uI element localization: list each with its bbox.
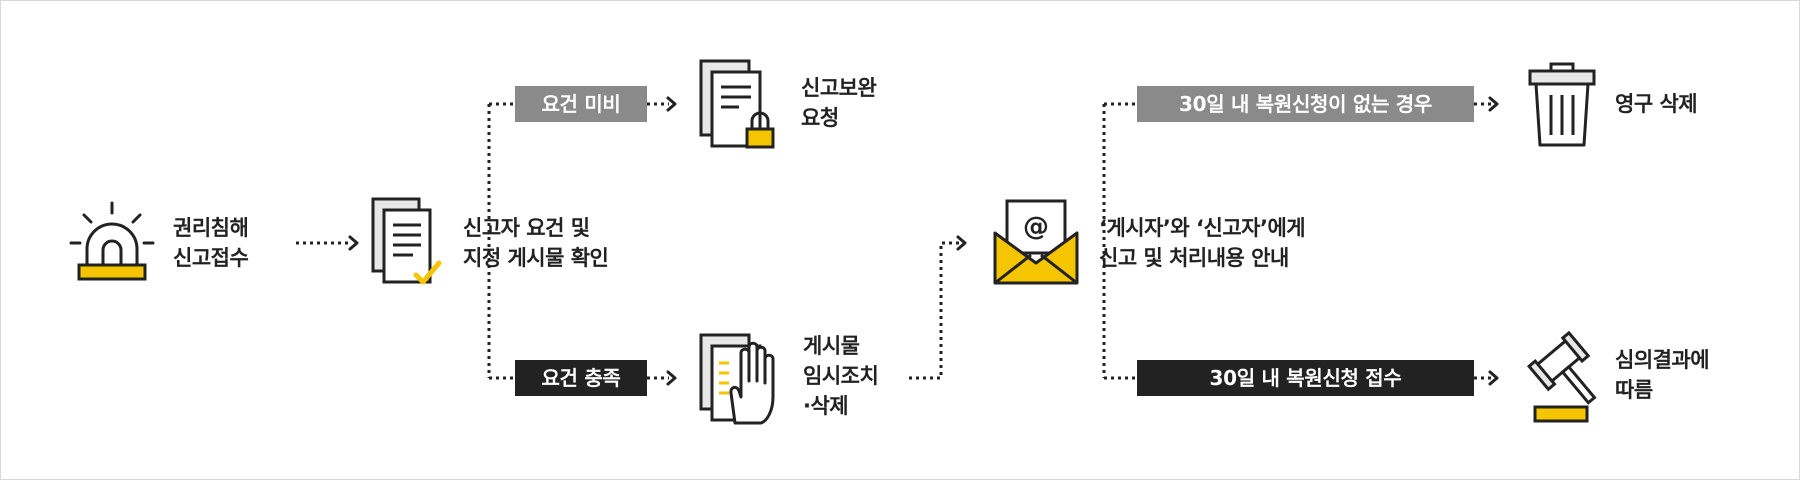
step-report-label: 권리침해 신고접수: [173, 216, 249, 270]
siren-icon: [69, 201, 155, 281]
condition-incomplete-tag: 요건 미비: [515, 86, 647, 122]
arrowhead-icon: [1488, 96, 1499, 112]
arrowhead-icon: [348, 235, 359, 251]
step-delete-label: 영구 삭제: [1615, 92, 1698, 116]
gavel-icon: [1526, 331, 1597, 423]
condition-restore-tag: 30일 내 복원신청 접수: [1137, 360, 1474, 396]
document-lock-icon: [699, 59, 775, 149]
arrowhead-icon: [956, 235, 967, 251]
condition-satisfied-tag: 요건 충족: [515, 360, 647, 396]
document-hand-icon: [699, 333, 775, 425]
condition-no-restore-tag: 30일 내 복원신청이 없는 경우: [1137, 86, 1474, 122]
document-check-icon: [371, 197, 442, 285]
step-temporary-label: 게시물 임시조치 ·삭제: [803, 334, 879, 418]
connector-temporary-to-notify: [909, 241, 959, 380]
svg-text:@: @: [1023, 212, 1049, 242]
step-verify-label: 신고자 요건 및 지정 게시물 확인: [463, 216, 609, 270]
arrowhead-icon: [1488, 370, 1499, 386]
step-supplement-label: 신고보완 요청: [801, 76, 877, 130]
email-at-icon: @: [993, 199, 1079, 285]
step-notify-label: ‘게시자’와 ‘신고자’에게 신고 및 처리내용 안내: [1099, 216, 1306, 270]
arrowhead-icon: [666, 370, 677, 386]
step-review-label: 심의결과에 따름: [1615, 348, 1710, 402]
trash-can-icon: [1528, 62, 1596, 147]
arrowhead-icon: [666, 96, 677, 112]
